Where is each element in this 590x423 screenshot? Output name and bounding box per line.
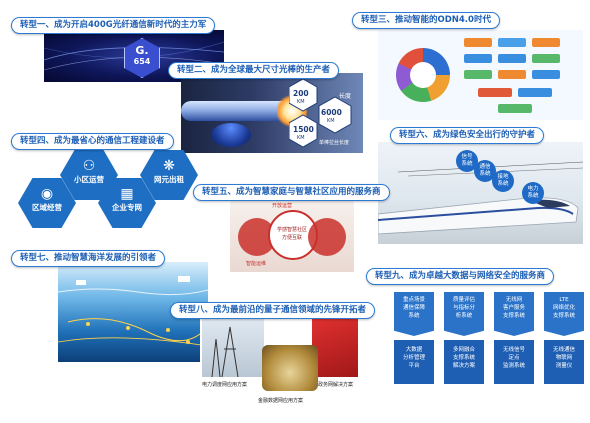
odn-box-2 [498,38,526,47]
hex-network-rental-label: 网元出租 [154,175,184,184]
bigdata-col-4-bottom: 无线通信 物联网 测量仪 [544,340,584,384]
finance-coins-photo [262,345,318,391]
odn-box-10 [478,88,512,97]
odn-box-5 [498,54,526,63]
preform-unit1: KM [297,99,305,105]
title-transform-6: 转型六、成为绿色安全出行的守护者 [390,127,545,144]
hex-community-operation-label: 小区运营 [74,175,104,184]
rail-sys-ground-l1: 接地 [497,174,509,180]
hex-regional-operation-label: 区域经营 [32,203,62,212]
quantum-caption-gov: 政务网解决方案 [318,382,354,388]
odn-box-11 [518,88,552,97]
rail-sys-comm: 通信 系统 [474,160,496,182]
preform-v1: 200 [293,89,309,98]
bigdata-col-4-top: LTE 网络优化 支撑系统 [544,292,584,336]
bigdata-col-3-top: 无线网 客户服务 支撑系统 [494,292,534,336]
train-shape [378,161,583,235]
rail-sys-comm-l1: 通信 [479,164,491,170]
odn-box-12 [498,104,532,113]
bigdata-panel: 重点场景 通信保障 系统大数据 分析管理 平台质量评估 与指标分 析系统多网融合… [384,284,584,392]
smarthome-center-line2: 方便互联 [281,235,302,241]
power-grid-photo [202,319,264,378]
preform-caption: 单棒拉丝长度 [319,140,350,146]
flame-nozzle [211,123,251,147]
hex-network-rental: ❋ 网元出租 [140,150,198,200]
title-transform-3: 转型三、推动智能的ODN4.0时代 [352,12,500,29]
preform-v2: 6000 [321,108,342,117]
rail-sys-power: 电力 系统 [522,182,544,204]
people-icon: ⚇ [82,158,96,174]
title-transform-2: 转型二、成为全球最大尺寸光棒的生产者 [168,62,340,79]
odn-box-6 [532,54,560,63]
rail-sys-ground: 接地 系统 [492,170,514,192]
building-icon: ▦ [120,186,134,202]
hex-enterprise-network-label: 企业专网 [112,203,142,212]
odn-box-3 [532,38,560,47]
preform-image: 200 KM 6000 KM 1500 KM 长度 单棒拉丝长度 [181,73,363,153]
preform-stats [289,78,352,148]
bigdata-col-1-top: 重点场景 通信保障 系统 [394,292,434,336]
fiber-image: G. 654 [44,30,224,82]
bigdata-col-1-bottom: 大数据 分析管理 平台 [394,340,434,384]
title-transform-8: 转型八、成为最前沿的量子通信领域的先锋开拓者 [170,302,376,319]
odn-ring [396,48,450,102]
rail-sys-comm-l2: 系统 [479,171,491,177]
rail-sys-signal-l2: 系统 [461,161,473,167]
rail-sys-power-l1: 电力 [527,186,539,192]
quantum-caption-finance: 金融数据网应用方案 [258,398,304,404]
quantum-image: 电力调度网应用方案 政务网解决方案 金融数据网应用方案 [200,315,360,407]
odn-box-7 [464,70,492,79]
rail-sys-signal: 信号 系统 [456,150,478,172]
preform-unit2: KM [327,118,335,124]
location-pin-icon: ◉ [40,186,54,202]
odn-box-1 [464,38,492,47]
smarthome-circle-right [308,218,346,256]
odn-diagram [378,30,583,120]
title-transform-1: 转型一、成为开启400G光纤通信新时代的主力军 [11,17,216,34]
smarthome-image: 学感智慧社区 方便互联 开放运营 智能运维 [230,196,354,272]
title-transform-4: 转型四、成为最省心的通信工程建设者 [11,133,174,150]
gov-flag-photo [312,319,358,377]
bigdata-col-2-bottom: 多网融合 支撑系统 解决方案 [444,340,484,384]
odn-box-8 [498,70,526,79]
odn-box-4 [464,54,492,63]
g654-code: 654 [133,57,151,66]
bigdata-col-3-bottom: 无线信号 定点 监测系统 [494,340,534,384]
bigdata-col-2-top: 质量评估 与指标分 析系统 [444,292,484,336]
g654-brand: G. [135,44,149,57]
smarthome-center-line1: 学感智慧社区 [276,227,307,233]
preform-rod [181,101,301,121]
rail-sys-power-l2: 系统 [527,193,539,199]
title-transform-9: 转型九、成为卓越大数据与网络安全的服务商 [366,268,555,285]
preform-length-label: 长度 [339,93,352,100]
title-transform-5: 转型五、成为智慧家庭与智慧社区应用的服务商 [193,184,390,201]
quantum-caption-power: 电力调度网应用方案 [202,382,248,388]
rail-sys-ground-l2: 系统 [497,181,509,187]
title-transform-7: 转型七、推动智慧海洋发展的引领者 [11,250,166,267]
rail-image: 信号 系统 通信 系统 接地 系统 电力 系统 [378,142,583,244]
network-icon: ❋ [163,158,175,174]
smarthome-tag1: 开放运营 [272,203,293,209]
preform-unit3: KM [297,135,305,141]
preform-v3: 1500 [293,125,314,134]
smarthome-tag2: 智能运维 [246,261,267,267]
rail-sys-signal-l1: 信号 [461,154,473,160]
odn-box-9 [532,70,560,79]
ocean-network [58,276,208,347]
